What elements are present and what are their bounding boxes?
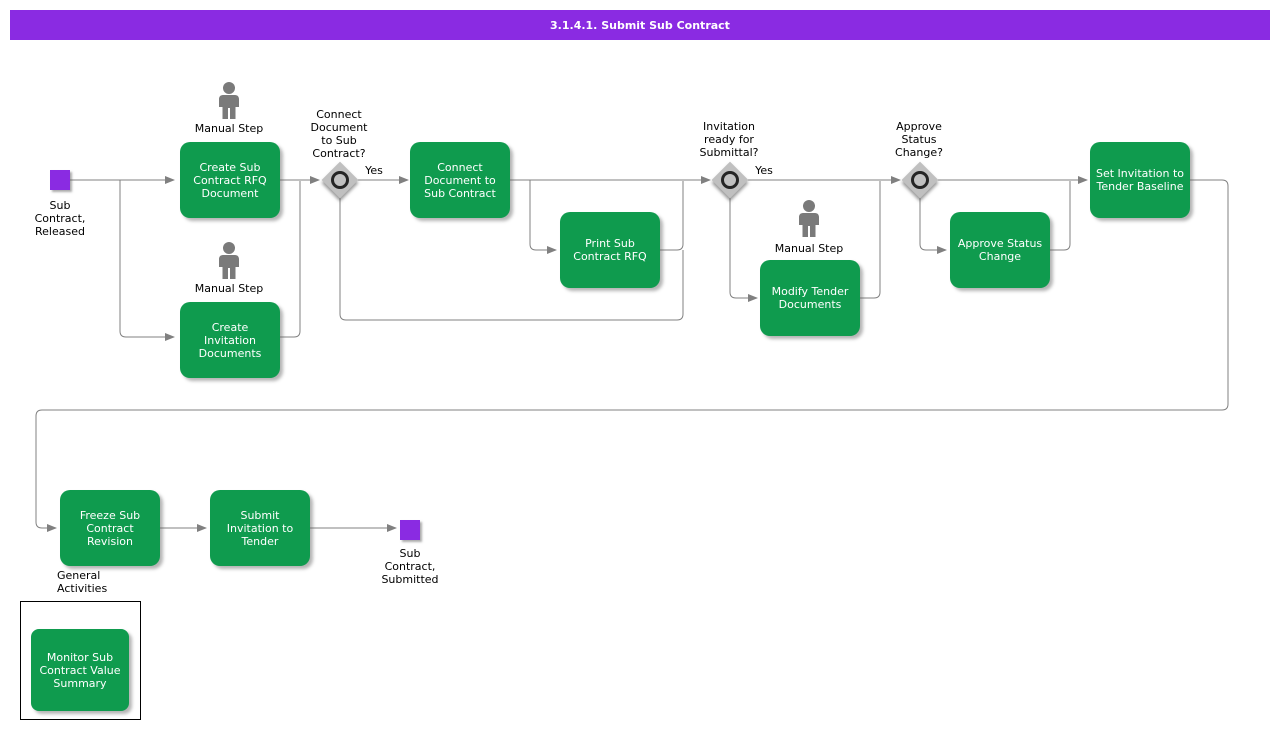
edge-label-yes: Yes	[365, 164, 383, 177]
person-icon	[799, 200, 819, 237]
edge-connect-to-print	[529, 180, 557, 254]
person-icon	[219, 82, 239, 119]
page-title: 3.1.4.1. Submit Sub Contract	[550, 18, 730, 32]
edge-approve-merge	[1050, 181, 1071, 251]
edge-gateway3-to-approve	[919, 198, 947, 254]
task-connect-document-to-sub-contract[interactable]: Connect Document to Sub Contract	[410, 142, 510, 218]
general-activities-frame	[20, 601, 141, 720]
task-freeze-sub-contract-revision[interactable]: Freeze Sub Contract Revision	[60, 490, 160, 566]
edge-gateway2-to-modify	[729, 198, 758, 302]
start-event	[50, 170, 70, 190]
task-set-invitation-to-tender-baseline[interactable]: Set Invitation to Tender Baseline	[1090, 142, 1190, 218]
gateway-approve-status-label: Approve Status Change?	[895, 120, 943, 159]
edge-label-yes: Yes	[755, 164, 773, 177]
start-event-label: Sub Contract, Released	[34, 199, 86, 238]
task-submit-invitation-to-tender[interactable]: Submit Invitation to Tender	[210, 490, 310, 566]
general-activities-label: General Activities	[57, 569, 108, 595]
task-monitor-sub-contract-value-summary[interactable]: Monitor Sub Contract Value Summary	[31, 629, 129, 711]
gateway-circle-icon	[911, 171, 929, 189]
diagram-title-bar: 3.1.4.1. Submit Sub Contract	[10, 10, 1270, 40]
task-modify-tender-documents[interactable]: Modify Tender Documents	[760, 260, 860, 336]
manual-step-label: Manual Step	[774, 242, 844, 255]
edge-print-merge	[660, 181, 684, 251]
edge-start-to-create-invitation	[119, 180, 175, 341]
task-create-sub-contract-rfq-document[interactable]: Create Sub Contract RFQ Document	[180, 142, 280, 218]
task-approve-status-change[interactable]: Approve Status Change	[950, 212, 1050, 288]
gateway-invitation-ready-label: Invitation ready for Submittal?	[699, 120, 759, 159]
manual-step-label: Manual Step	[194, 282, 264, 295]
task-create-invitation-documents[interactable]: Create Invitation Documents	[180, 302, 280, 378]
gateway-connect-document-label: Connect Document to Sub Contract?	[310, 108, 368, 160]
edge-create-invitation-merge	[280, 181, 301, 338]
task-print-sub-contract-rfq[interactable]: Print Sub Contract RFQ	[560, 212, 660, 288]
end-event	[400, 520, 420, 540]
end-event-label: Sub Contract, Submitted	[381, 547, 439, 586]
manual-step-label: Manual Step	[194, 122, 264, 135]
edge-modify-merge	[860, 181, 881, 299]
gateway-circle-icon	[331, 171, 349, 189]
gateway-circle-icon	[721, 171, 739, 189]
person-icon	[219, 242, 239, 279]
